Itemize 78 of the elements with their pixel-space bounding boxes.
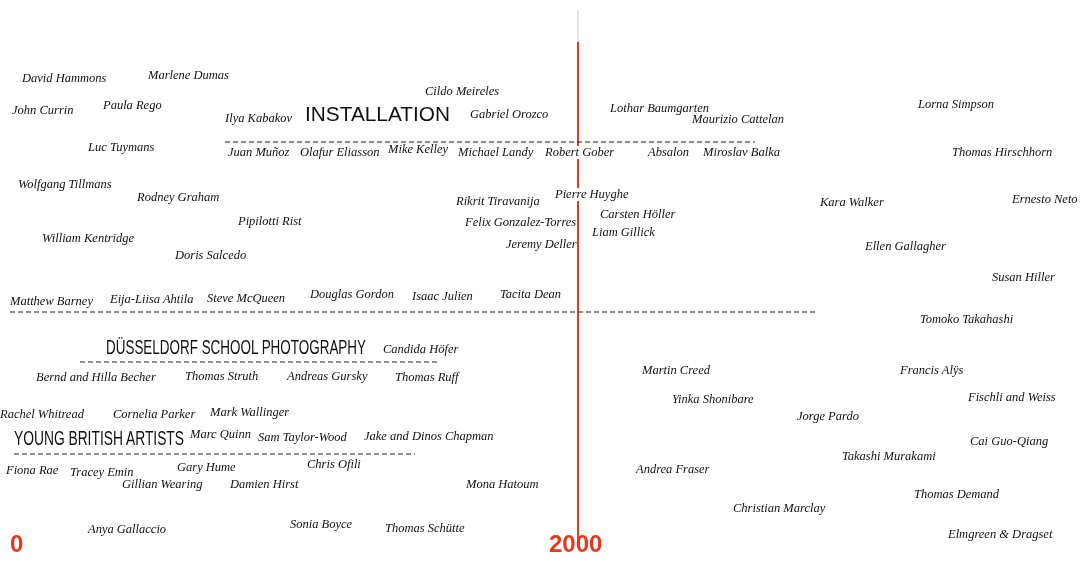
artist-name: Michael Landy <box>458 146 534 159</box>
artist-name: Cai Guo-Qiang <box>970 435 1049 448</box>
artist-name: Bernd and Hilla Becher <box>36 371 156 384</box>
artist-name: Thomas Struth <box>185 370 259 383</box>
artist-name: Ernesto Neto <box>1012 193 1078 206</box>
artist-name: Rodney Graham <box>137 191 220 204</box>
artist-name: Steve McQueen <box>207 292 286 305</box>
artist-name: Gillian Wearing <box>122 478 203 491</box>
artist-name: Sam Taylor-Wood <box>258 431 347 444</box>
artist-name: Mike Kelley <box>388 143 449 156</box>
artist-name: John Currin <box>12 104 74 117</box>
artist-name: Wolfgang Tillmans <box>18 178 112 191</box>
artist-name: Cildo Meireles <box>425 85 500 98</box>
artist-name: Thomas Demand <box>914 488 1000 501</box>
artist-name: Susan Hiller <box>992 271 1055 284</box>
artist-name: Mark Wallinger <box>210 406 290 419</box>
artist-name: Marc Quinn <box>190 428 251 441</box>
artist-name: Tacita Dean <box>500 288 561 301</box>
artist-name: Marlene Dumas <box>148 69 229 82</box>
group-heading: YOUNG BRITISH ARTISTS <box>14 428 184 448</box>
artist-name: Sonia Boyce <box>290 518 353 531</box>
artist-name: Elmgreen & Dragset <box>948 528 1053 541</box>
artist-name: Kara Walker <box>820 196 884 209</box>
artist-name: Christian Marclay <box>733 502 826 515</box>
group-heading: DÜSSELDORF SCHOOL PHOTOGRAPHY <box>106 337 366 357</box>
artist-name: Thomas Ruff <box>395 371 459 384</box>
artist-name: Jorge Pardo <box>797 410 859 423</box>
year-label: 0 <box>10 532 24 556</box>
artist-name: Takashi Murakami <box>842 450 936 463</box>
artist-name: Candida Höfer <box>383 343 459 356</box>
artist-name: Pierre Huyghe <box>555 188 629 201</box>
artist-name: Miroslav Balka <box>703 146 780 159</box>
artist-name: Liam Gillick <box>592 226 655 239</box>
artist-name: Isaac Julien <box>412 290 473 303</box>
artist-name: William Kentridge <box>42 232 134 245</box>
artist-name: Robert Gober <box>545 146 615 159</box>
artist-name: Rachel Whitread <box>0 408 84 421</box>
artist-name: Francis Alÿs <box>900 364 964 377</box>
artist-name: Mona Hatoum <box>466 478 539 491</box>
artist-name: Paula Rego <box>103 99 162 112</box>
artist-name: Pipilotti Rist <box>238 215 302 228</box>
artist-name: Tomoko Takahashi <box>920 313 1014 326</box>
artist-name: Olafur Eliasson <box>300 146 380 159</box>
artist-name: Doris Salcedo <box>175 249 247 262</box>
artist-name: Gabriel Orozco <box>470 108 549 121</box>
artist-name: Ellen Gallagher <box>865 240 946 253</box>
artist-name: Fischli and Weiss <box>968 391 1056 404</box>
artist-name: Chris Ofili <box>307 458 361 471</box>
artist-name: Andrea Fraser <box>636 463 710 476</box>
artist-name: Felix Gonzalez-Torres <box>465 216 577 229</box>
artist-name: Absalon <box>648 146 689 159</box>
artist-name: Gary Hume <box>177 461 236 474</box>
artist-name: Rikrit Tiravanija <box>456 195 540 208</box>
artist-name: Thomas Hirschhorn <box>952 146 1053 159</box>
artist-name: Jeremy Deller <box>506 238 577 251</box>
artist-name: Martin Creed <box>642 364 710 377</box>
artist-name: Anya Gallaccio <box>88 523 167 536</box>
artist-name: Douglas Gordon <box>310 288 394 301</box>
artist-name: Fiona Rae <box>6 464 59 477</box>
artist-name: Yinka Shonibare <box>672 393 754 406</box>
artist-name: Eija-Liisa Ahtila <box>110 293 194 306</box>
artist-name: Juan Muñoz <box>228 146 290 159</box>
artist-name: Tracey Emin <box>70 466 134 479</box>
artist-name: Maurizio Cattelan <box>692 113 785 126</box>
artist-name: Cornelia Parker <box>113 408 196 421</box>
artist-name: Matthew Barney <box>10 295 93 308</box>
year-label: 2000 <box>549 532 603 556</box>
artist-name: Ilya Kabakov <box>225 112 292 125</box>
artist-name: Carsten Höller <box>600 208 676 221</box>
artist-name: Damien Hirst <box>230 478 299 491</box>
artist-name: Lothar Baumgarten <box>610 102 709 115</box>
group-heading: INSTALLATION <box>305 104 450 124</box>
artist-name: Thomas Schütte <box>385 522 465 535</box>
artist-name: Jake and Dinos Chapman <box>364 430 494 443</box>
artist-name: Andreas Gursky <box>287 370 368 383</box>
artist-name: Luc Tuymans <box>88 141 155 154</box>
artist-name: David Hammons <box>22 72 107 85</box>
artist-name: Lorna Simpson <box>918 98 995 111</box>
